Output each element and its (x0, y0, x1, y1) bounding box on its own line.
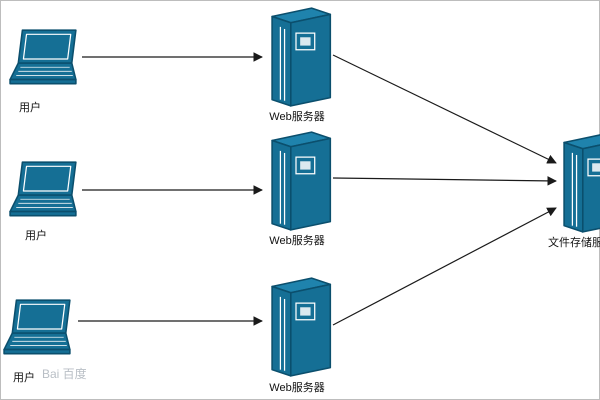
user-node-2: 用户 (9, 161, 77, 242)
file-server-node: 文件存储服 (548, 133, 600, 249)
web-server-label: Web服务器 (269, 234, 324, 247)
web-server-label: Web服务器 (269, 381, 324, 394)
user-node-1: 用户 (9, 29, 77, 114)
web-server-node-3: Web服务器 (269, 277, 332, 394)
watermark-text: Bai 百度 (42, 366, 87, 381)
user-node-3: 用户 (3, 299, 71, 384)
laptop-icon (9, 29, 77, 85)
laptop-icon (9, 161, 77, 217)
laptop-icon (3, 299, 71, 355)
connector-web2-file (332, 176, 557, 186)
connector-web3-file (332, 207, 557, 326)
file-server-label: 文件存储服 (548, 235, 600, 249)
connector-web1-file (332, 54, 557, 164)
user-label: 用户 (13, 370, 35, 384)
tower-server-icon (271, 277, 332, 377)
user-label: 用户 (25, 228, 47, 242)
tower-server-icon (271, 7, 332, 107)
web-server-node-2: Web服务器 (269, 131, 332, 247)
tower-server-icon (271, 131, 332, 231)
user-label: 用户 (19, 100, 41, 114)
web-server-node-1: Web服务器 (269, 7, 332, 123)
tower-server-icon (563, 133, 600, 233)
web-server-label: Web服务器 (269, 110, 324, 123)
